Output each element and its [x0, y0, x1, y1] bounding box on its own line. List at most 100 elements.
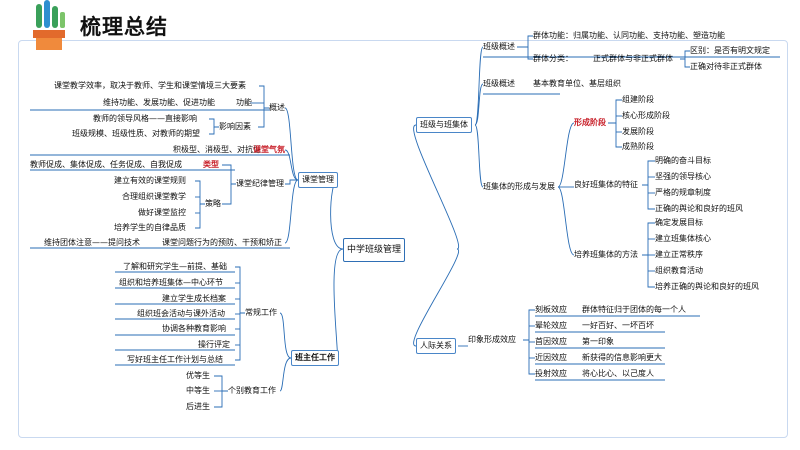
individual-work: 个别教育工作: [228, 386, 276, 395]
stage-core: 核心形成阶段: [622, 111, 670, 120]
strategy-organize: 合理组织课堂教学: [122, 192, 186, 201]
connector-line: [235, 313, 241, 361]
routine-work: 常规工作: [245, 308, 277, 317]
connector-line: [517, 35, 533, 48]
discipline-management: 课堂纪律管理: [236, 179, 284, 188]
connector-line: [557, 186, 575, 256]
connector-line: [680, 50, 690, 60]
connector-line: [557, 122, 575, 188]
connector-line: [195, 204, 201, 229]
feature-opinion: 正确的舆论和良好的班风: [655, 204, 743, 213]
connector-line: [209, 118, 219, 128]
group-functions: 群体功能：归属功能、认同功能、支持功能、塑造功能: [533, 31, 725, 40]
connector-line: [642, 160, 655, 186]
good-collective-features: 良好班集体的特征: [574, 180, 638, 189]
connector-line: [608, 99, 622, 124]
connector-line: [222, 164, 236, 185]
halo-desc: 一好百好、一坏百坏: [582, 321, 654, 330]
connector-line: [222, 184, 232, 205]
connector-line: [330, 179, 344, 250]
routine-coordinate: 协调各种教育影响: [162, 324, 226, 333]
strategy-label: 策略: [205, 199, 221, 208]
connector-line: [209, 127, 215, 135]
connector-line: [235, 266, 245, 314]
connector-line: [523, 309, 535, 341]
group-types: 群体分类：: [533, 54, 573, 63]
routine-activities: 组织班会活动与课外活动: [137, 309, 225, 318]
connector-line: [214, 391, 223, 408]
classroom-atmosphere: 课堂气氛: [253, 145, 285, 154]
class-overview-label: 班级概述: [483, 42, 515, 51]
routine-plan: 写好班主任工作计划与总结: [127, 355, 223, 364]
recency-desc: 新获得的信息影响更大: [582, 353, 662, 362]
strategy-selfdiscipline: 培养学生的自律品质: [114, 223, 186, 232]
stereotype-effect: 刻板效应: [535, 305, 567, 314]
plant-logo-icon: [33, 0, 65, 50]
branch-interpersonal: 人际关系: [416, 338, 456, 354]
connector-line: [284, 179, 299, 244]
connector-line: [528, 340, 535, 375]
lagging-student: 后进生: [186, 402, 210, 411]
connector-line: [284, 107, 299, 181]
primacy-desc: 第一印象: [582, 337, 614, 346]
method-core: 建立班集体核心: [655, 234, 711, 243]
branch-classroom-management: 课堂管理: [298, 172, 338, 188]
connector-line: [474, 83, 484, 126]
feature-core: 坚强的领导核心: [655, 172, 711, 181]
class-size-nature: 班级规模、班级性质、对教师的期望: [72, 129, 200, 138]
connector-line: [413, 124, 460, 250]
connector-line: [647, 255, 655, 288]
influence-factors: 影响因素: [219, 122, 251, 131]
connector-line: [285, 179, 298, 185]
projection-effect: 投射效应: [535, 369, 567, 378]
feature-rules: 严格的规章制度: [655, 188, 711, 197]
impression-effect: 印象形成效应: [468, 335, 516, 344]
recency-effect: 近因效应: [535, 353, 567, 362]
connector-line: [527, 47, 533, 60]
discipline-type-label: 类型: [203, 160, 219, 169]
atmosphere-types: 积极型、消极型、对抗型: [173, 145, 261, 154]
class-overview-2: 班级概述: [483, 79, 515, 88]
routine-organize: 组织和培养班集体—中心环节: [119, 278, 223, 287]
cultivate-methods: 培养班集体的方法: [574, 250, 638, 259]
classroom-overview: 概述: [269, 103, 285, 112]
stage-build: 组建阶段: [622, 95, 654, 104]
method-opinion: 培养正确的舆论和良好的班风: [655, 282, 759, 291]
connector-line: [413, 248, 460, 347]
formation-stage: 形成阶段: [574, 118, 606, 127]
difference-note: 区别：是否有明文规定: [690, 46, 770, 55]
functions-list: 维持功能、发展功能、促进功能: [103, 98, 215, 107]
stage-mature: 成熟阶段: [622, 142, 654, 151]
attention-questioning: 维持团体注意——提问技术: [44, 238, 140, 247]
treat-informal: 正确对待非正式群体: [690, 62, 762, 71]
routine-archive: 建立学生成长档案: [162, 294, 226, 303]
primacy-effect: 首因效应: [535, 337, 567, 346]
connector-line: [284, 149, 299, 181]
connector-line: [615, 123, 622, 148]
top-student: 优等生: [186, 371, 210, 380]
connector-line: [195, 180, 205, 205]
center-node: 中学班级管理: [343, 238, 406, 262]
middle-student: 中等生: [186, 386, 210, 395]
discipline-types-list: 教师促成、集体促成、任务促成、自我促成: [30, 160, 182, 169]
routine-understand: 了解和研究学生—前提、基础: [123, 262, 227, 271]
branch-class-collective: 班级与班集体: [416, 117, 472, 133]
connector-line: [684, 59, 690, 68]
leadership-style: 教师的领导风格——直接影响: [93, 114, 197, 123]
strategy-monitor: 做好课堂监控: [138, 208, 186, 217]
halo-effect: 晕轮效应: [535, 321, 567, 330]
functions-label: 功能: [236, 98, 252, 107]
basic-unit: 基本教育单位、基层组织: [533, 79, 621, 88]
connector-line: [474, 124, 484, 188]
branch-head-teacher-work: 班主任工作: [291, 350, 339, 366]
feature-goal: 明确的奋斗目标: [655, 156, 711, 165]
method-goal: 确定发展目标: [655, 218, 703, 227]
collective-formation: 班集体的形成与发展: [483, 182, 555, 191]
connector-line: [647, 185, 655, 210]
strategy-rules: 建立有效的课堂规则: [114, 176, 186, 185]
stage-develop: 发展阶段: [622, 127, 654, 136]
connector-line: [333, 248, 344, 359]
method-activity: 组织教育活动: [655, 266, 703, 275]
connector-line: [259, 85, 269, 109]
